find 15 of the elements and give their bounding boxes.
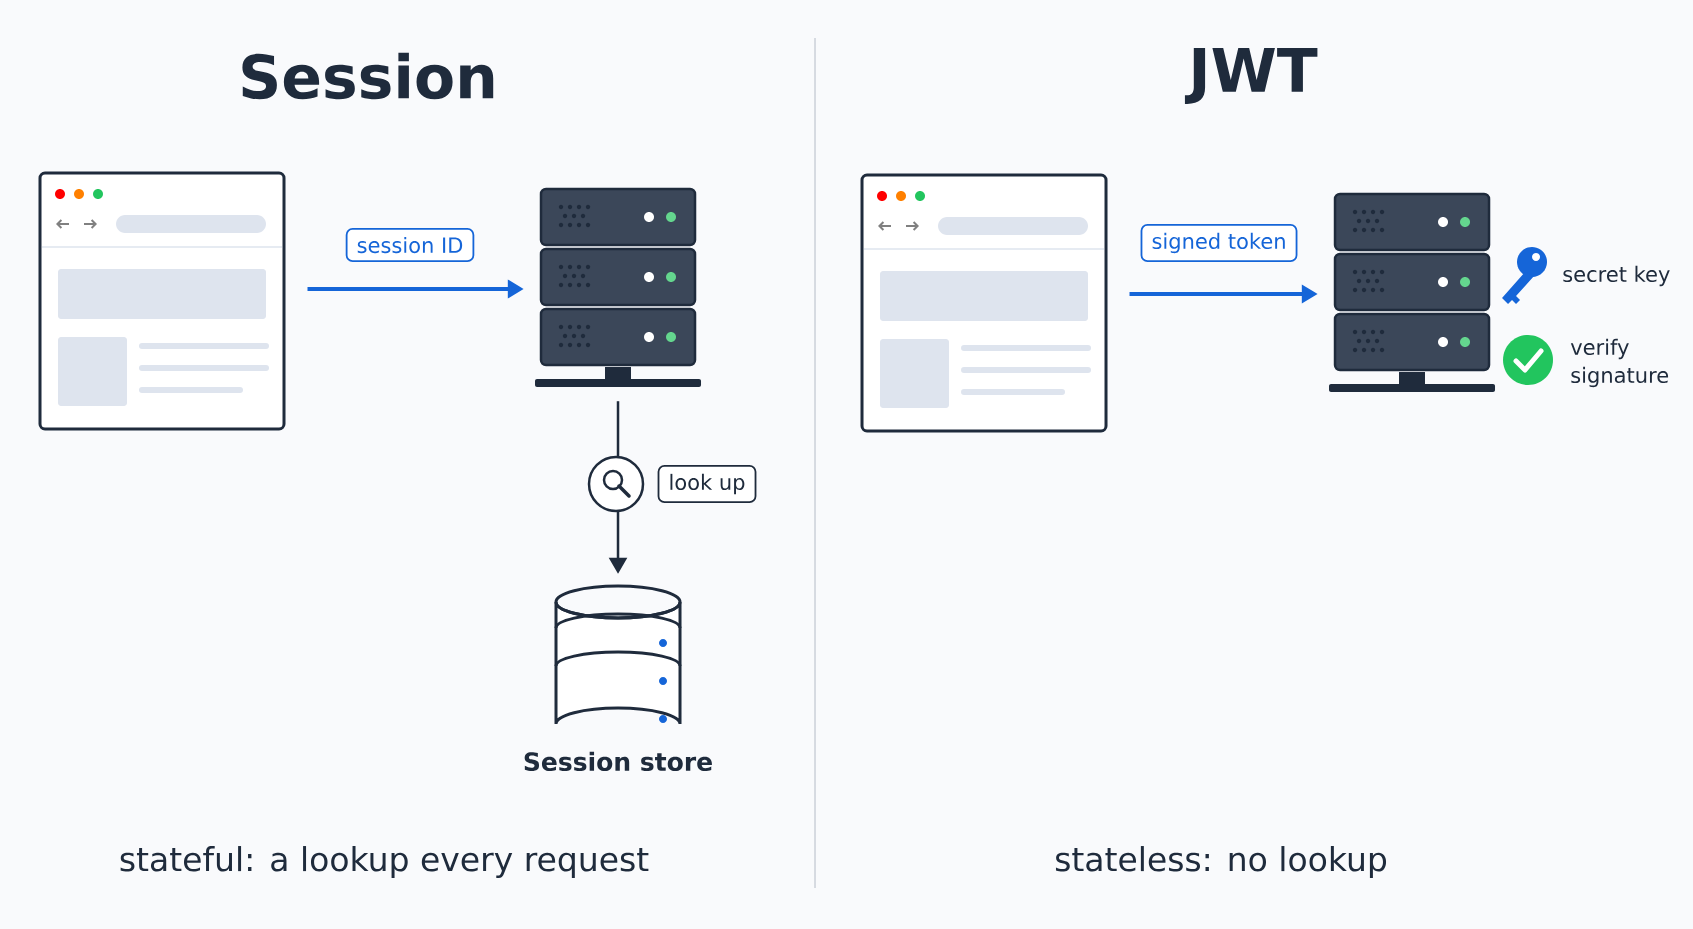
summary-text: stateless: no lookup — [1055, 846, 1387, 878]
edge-label: session ID — [345, 228, 475, 263]
node-label: Session store — [524, 751, 712, 772]
panel-title: JWT — [1184, 48, 1318, 104]
server-drawing — [535, 187, 701, 387]
icon-caption: verify signature — [1570, 338, 1669, 388]
panel-title: Session — [242, 52, 494, 100]
icon-caption: secret key — [1563, 265, 1670, 287]
summary-text: stateful: a lookup every request — [120, 846, 649, 878]
browser-drawing — [860, 173, 1108, 433]
server-drawing — [1329, 192, 1495, 392]
browser-drawing — [38, 171, 286, 431]
edge-label: look up — [657, 464, 757, 504]
edge-label: signed token — [1140, 223, 1298, 263]
database-drawing: Session store — [524, 584, 712, 772]
